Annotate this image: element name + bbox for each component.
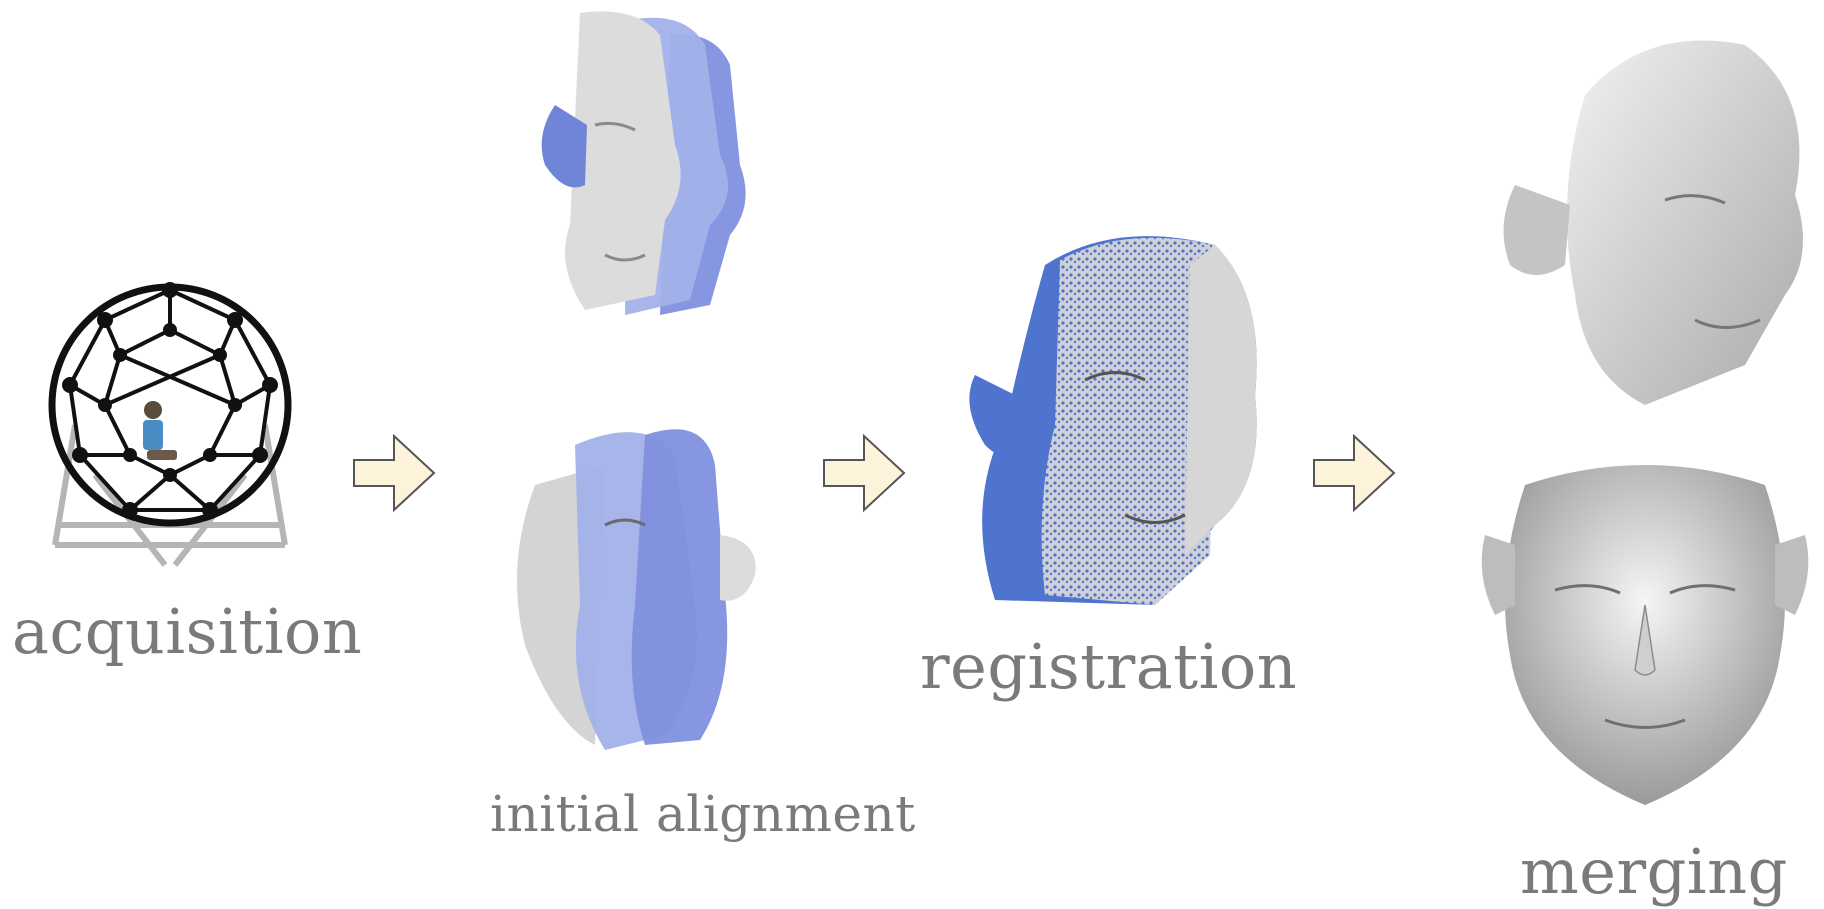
stage-label-merging: merging xyxy=(1520,835,1788,908)
arrow-icon xyxy=(1310,432,1400,514)
merged-face-front-view xyxy=(1475,455,1815,815)
stage-label-registration: registration xyxy=(920,630,1297,703)
initial-alignment-scans-top xyxy=(515,5,795,355)
arrow-icon xyxy=(820,432,910,514)
arrow-icon xyxy=(350,432,440,514)
merged-face-side-view xyxy=(1495,35,1824,415)
stage-label-initial-alignment: initial alignment xyxy=(490,785,916,843)
initial-alignment-scans-bottom xyxy=(495,405,775,765)
acquisition-rig-image xyxy=(35,275,305,575)
registration-scan-image xyxy=(965,225,1285,625)
stage-label-acquisition: acquisition xyxy=(12,595,362,668)
